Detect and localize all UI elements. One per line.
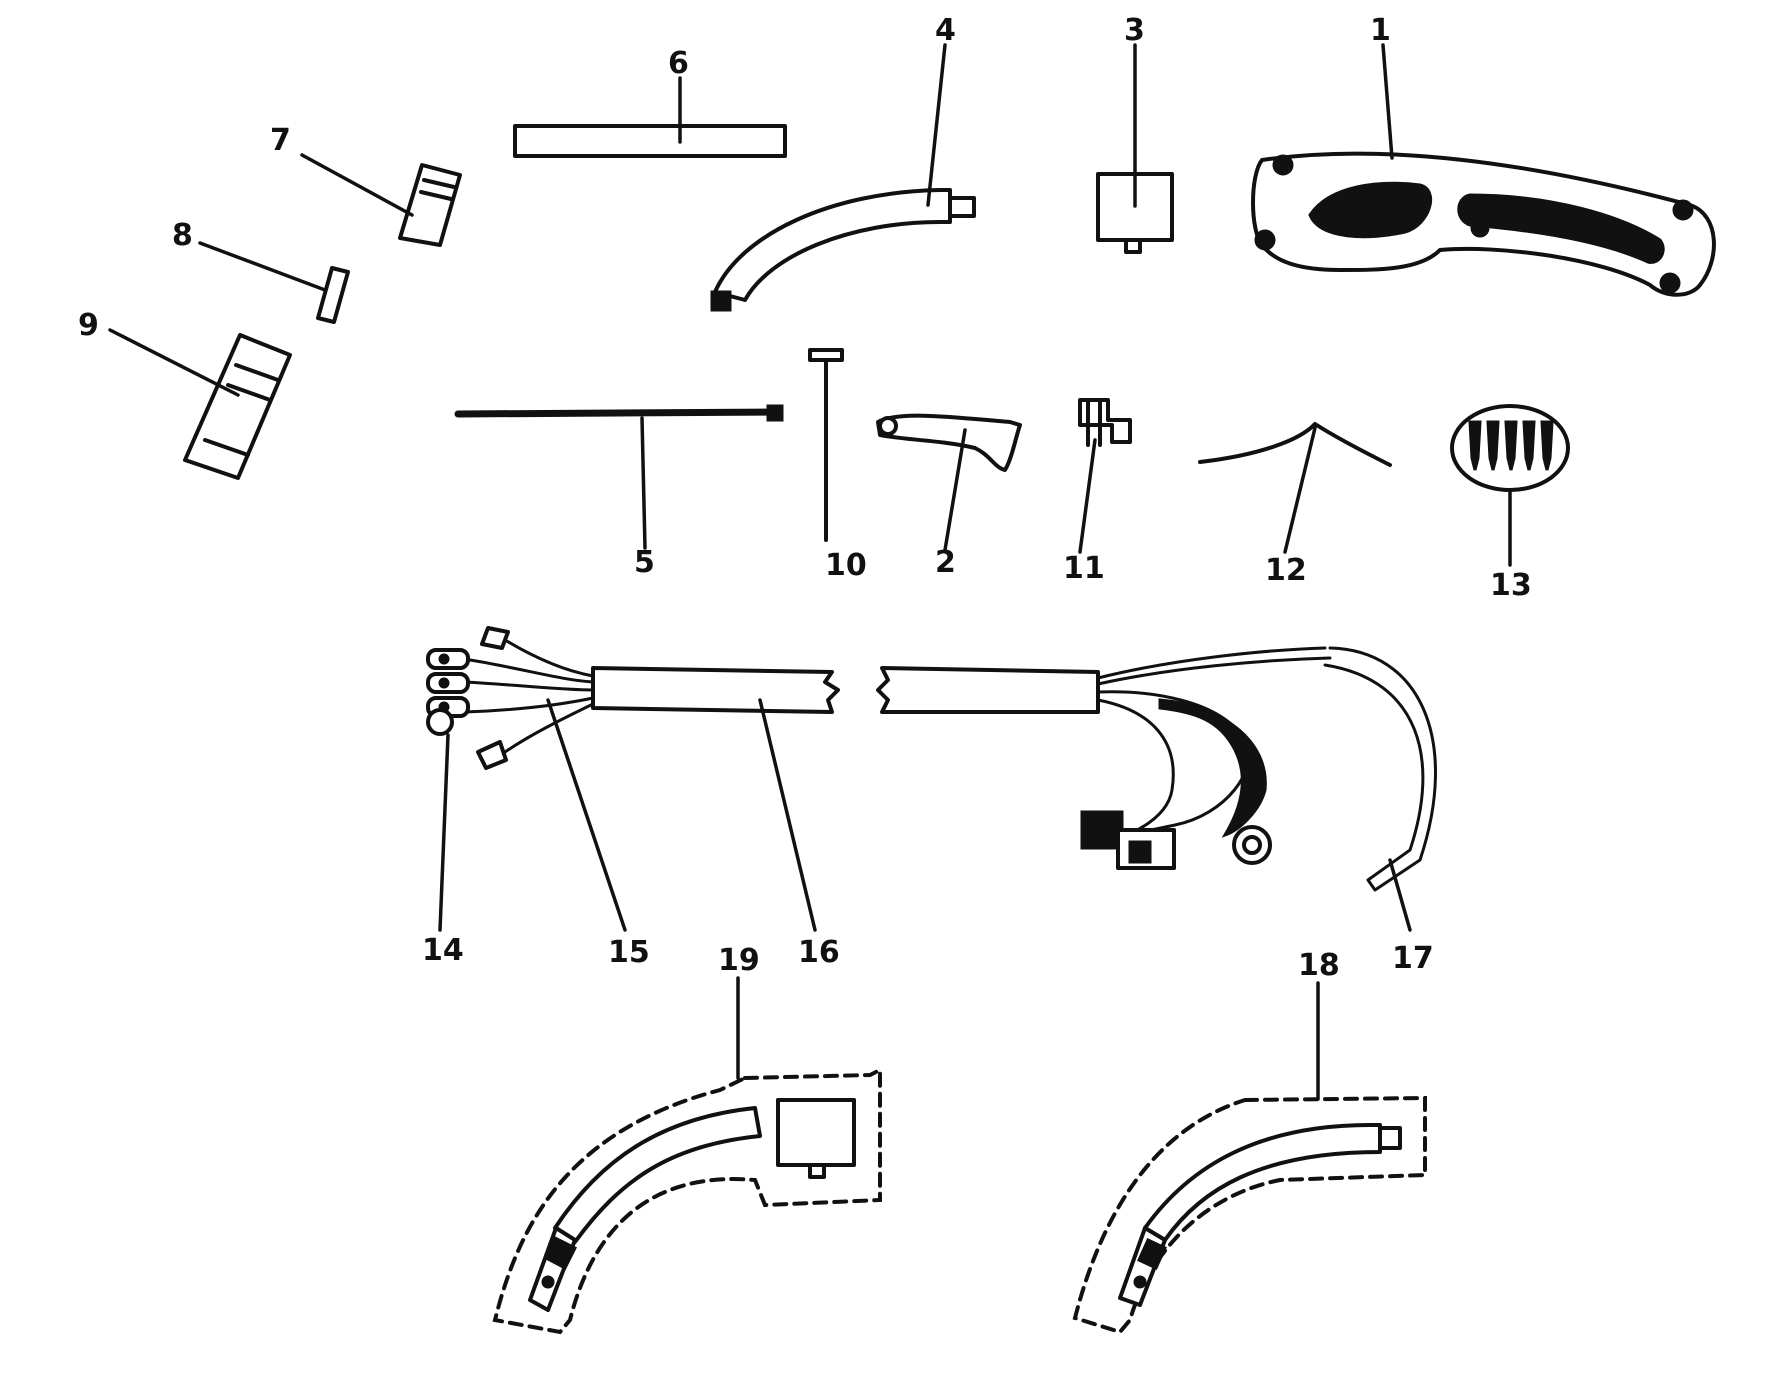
callout-label: 6 <box>668 46 689 81</box>
part-5-liner <box>454 404 784 422</box>
callout-label: 4 <box>935 13 956 48</box>
part-6-bar <box>513 124 787 158</box>
part-8-contact-tip <box>316 266 350 324</box>
part-17-wire-assembly <box>1080 646 1437 892</box>
part-19-neck-assembly-with-switch <box>492 1066 882 1335</box>
part-13-screws <box>1450 404 1570 492</box>
callout-label: 17 <box>1392 941 1434 976</box>
callout-label: 3 <box>1124 13 1145 48</box>
callout-label: 19 <box>718 943 760 978</box>
callout-label: 5 <box>634 545 655 580</box>
callout-label: 1 <box>1370 13 1391 48</box>
part-16-cable <box>591 666 1100 714</box>
callout-label: 2 <box>935 545 956 580</box>
callout-label: 8 <box>172 218 193 253</box>
part-11-microswitch <box>1078 398 1132 447</box>
callout-label: 10 <box>825 548 867 583</box>
callout-label: 15 <box>608 935 650 970</box>
callout-label: 12 <box>1265 553 1307 588</box>
callout-labels: 1 2 3 4 5 6 7 8 9 10 11 12 13 14 15 16 1… <box>78 13 1532 983</box>
part-12-spring-wire <box>1198 422 1392 467</box>
part-2-trigger <box>876 413 1022 472</box>
part-10-pin <box>808 348 844 542</box>
callout-label: 9 <box>78 308 99 343</box>
callout-label: 18 <box>1298 948 1340 983</box>
part-18-neck-assembly <box>1072 1095 1427 1335</box>
part-9-nozzle <box>183 333 292 480</box>
callout-label: 13 <box>1490 568 1532 603</box>
callout-label: 7 <box>270 123 291 158</box>
part-15-wires <box>463 638 595 754</box>
leader-lines <box>108 43 1512 1101</box>
part-1-handle-shell <box>1251 151 1716 297</box>
callout-label: 16 <box>798 935 840 970</box>
part-4-swan-neck <box>710 188 976 312</box>
part-14-terminals <box>426 626 510 770</box>
callout-label: 14 <box>422 933 464 968</box>
callout-label: 11 <box>1063 551 1105 586</box>
part-7-tip-holder <box>398 163 462 247</box>
